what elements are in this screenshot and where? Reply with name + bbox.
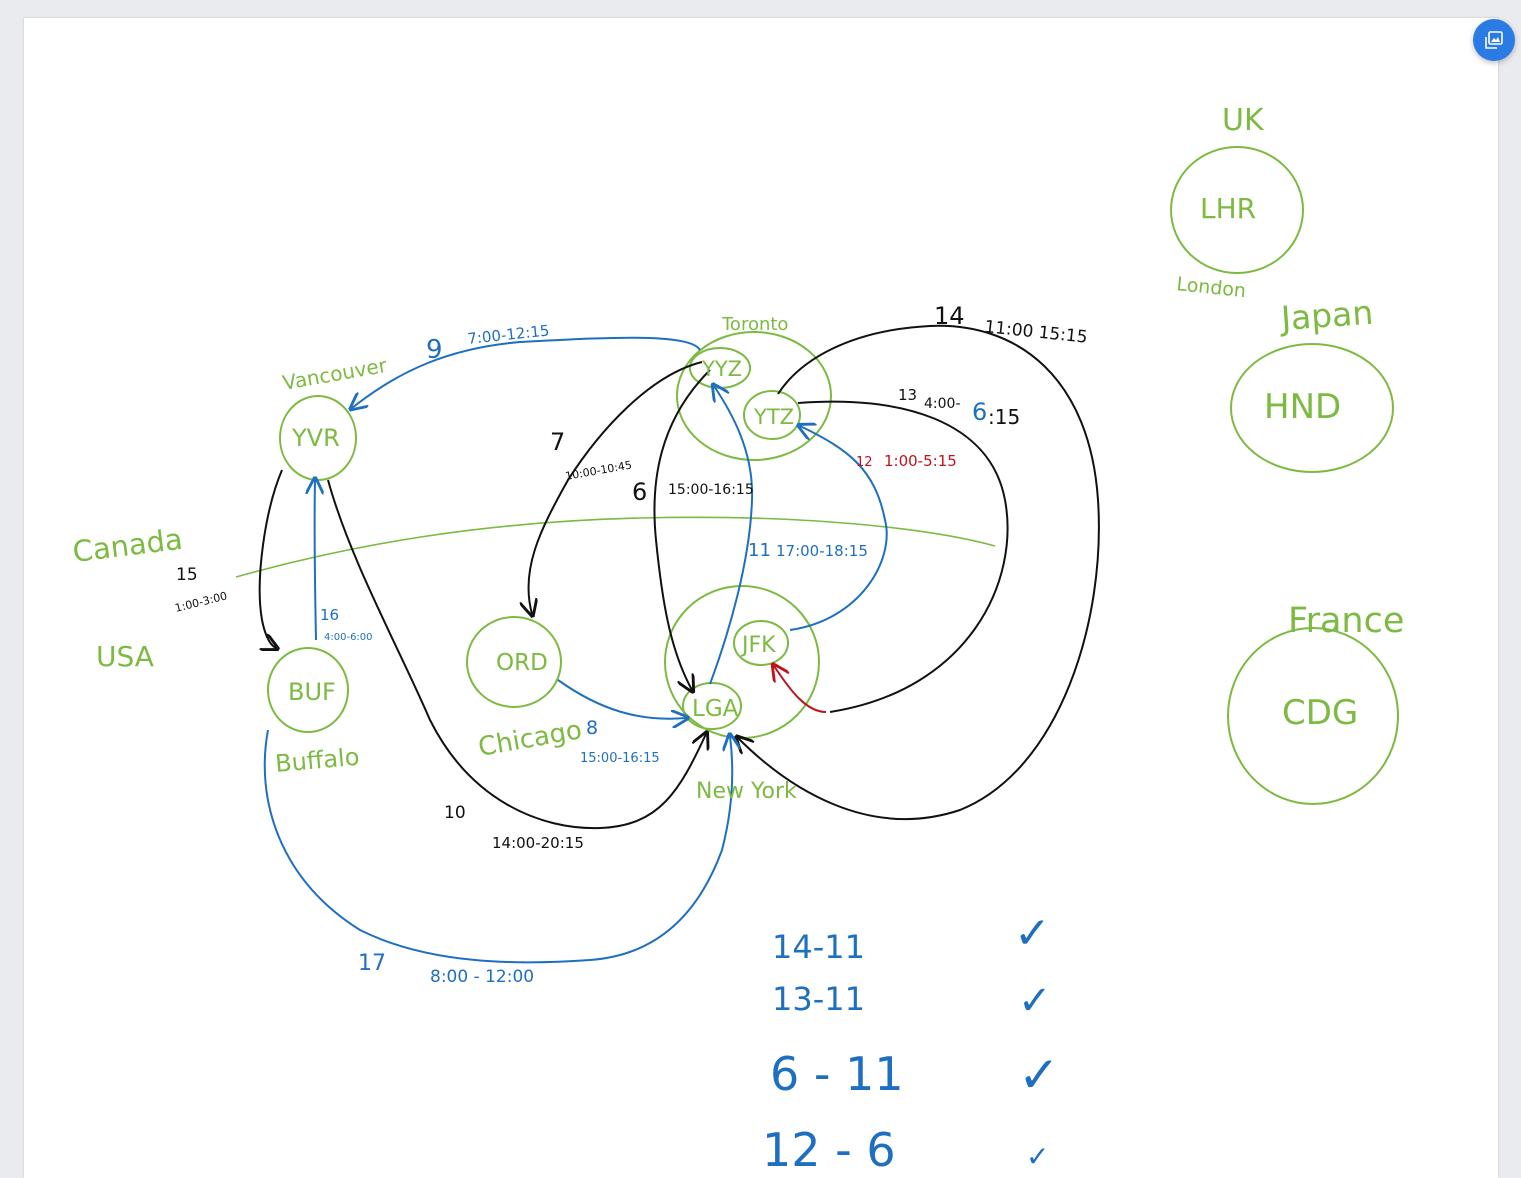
new-york-region-circle[interactable] <box>664 585 820 739</box>
region-label-france: France <box>1288 601 1404 641</box>
city-label-new-york: New York <box>696 779 797 804</box>
route-17-buf-lga[interactable] <box>263 729 732 964</box>
airport-label-yyz: YYZ <box>701 357 742 381</box>
airport-label-buf: BUF <box>288 678 336 706</box>
insert-image-button[interactable] <box>1473 19 1515 61</box>
flight-13-time: 4:00- <box>924 396 961 412</box>
window-top-strip <box>0 0 1521 18</box>
flight-15-number: 15 <box>176 565 198 585</box>
check-pair-2: 13-11 <box>772 980 865 1018</box>
flight-17-time: 8:00 - 12:00 <box>430 967 534 987</box>
flight-13-number: 13 <box>898 386 917 404</box>
flight-17-number: 17 <box>358 951 386 976</box>
flight-16-time: 4:00-6:00 <box>324 632 373 643</box>
flight-11-time: 17:00-18:15 <box>776 542 868 560</box>
route-10-yvr-lga[interactable] <box>327 479 706 830</box>
route-8-ord-lga[interactable] <box>557 679 686 719</box>
flight-12-number: 12 <box>856 455 873 470</box>
check-pair-3: 6 - 11 <box>770 1047 904 1101</box>
check-mark-1: ✓ <box>1014 908 1051 959</box>
ytz-node[interactable] <box>743 390 801 440</box>
flight-13-time-blue: 6 <box>972 398 987 426</box>
airport-label-hnd: HND <box>1264 387 1341 427</box>
flight-8-time: 15:00-16:15 <box>580 751 660 766</box>
flight-10-time: 14:00-20:15 <box>492 834 584 852</box>
flight-16-number: 16 <box>320 606 339 624</box>
city-label-vancouver: Vancouver <box>281 353 390 395</box>
toronto-region-circle[interactable] <box>676 331 832 461</box>
airport-label-lhr: LHR <box>1200 192 1256 225</box>
region-label-japan: Japan <box>1278 293 1375 338</box>
route-15-yvr-buf[interactable] <box>258 469 283 648</box>
airport-label-ord: ORD <box>496 650 548 676</box>
route-7-yyz-ord[interactable] <box>528 361 703 614</box>
route-6-yyz-lga[interactable] <box>653 369 711 690</box>
flight-14-time: 11:00 15:15 <box>983 317 1088 348</box>
flight-14-number: 14 <box>934 302 965 330</box>
city-label-buffalo: Buffalo <box>274 743 360 778</box>
city-label-chicago: Chicago <box>476 715 584 763</box>
route-14-ytz-lga[interactable] <box>738 324 1100 820</box>
buf-node[interactable] <box>267 647 349 733</box>
window-right-strip <box>1498 0 1521 1174</box>
route-13-arrow-red <box>774 666 827 713</box>
jfk-node[interactable] <box>733 620 789 666</box>
flight-11-number: 11 <box>748 540 771 561</box>
check-pair-4: 12 - 6 <box>762 1123 896 1174</box>
flight-6-number: 6 <box>632 478 647 506</box>
hnd-node[interactable] <box>1230 343 1394 473</box>
route-16-buf-yvr[interactable] <box>315 480 316 641</box>
region-label-uk: UK <box>1222 103 1265 138</box>
route-11-lga-yyz[interactable] <box>709 386 754 685</box>
airport-label-cdg: CDG <box>1282 693 1358 733</box>
flight-7-number: 7 <box>550 428 565 456</box>
airport-label-ytz: YTZ <box>753 405 794 429</box>
flight-7-time: 10:00-10:45 <box>564 458 633 483</box>
flight-8-number: 8 <box>586 717 598 739</box>
canada-usa-border-line <box>235 516 996 578</box>
cdg-node[interactable] <box>1227 627 1399 805</box>
ord-node[interactable] <box>466 616 562 708</box>
flight-13-time-end: :15 <box>988 405 1020 429</box>
city-label-london: London <box>1175 273 1247 302</box>
airport-label-jfk: JFK <box>740 633 776 658</box>
region-label-canada: Canada <box>71 522 185 569</box>
flight-15-time: 1:00-3:00 <box>174 589 229 615</box>
check-mark-4: ✓ <box>1026 1140 1049 1173</box>
flight-6-time: 15:00-16:15 <box>668 482 754 498</box>
node-circles <box>267 146 1399 805</box>
route-9-yyz-yvr[interactable] <box>352 336 701 408</box>
lga-node[interactable] <box>682 682 742 730</box>
airport-label-lga: LGA <box>692 696 739 722</box>
flight-9-number: 9 <box>426 335 443 365</box>
airport-label-yvr: YVR <box>291 424 340 452</box>
flight-10-number: 10 <box>444 803 466 823</box>
region-label-usa: USA <box>96 640 154 673</box>
lhr-node[interactable] <box>1170 146 1304 274</box>
flight-12-time: 1:00-5:15 <box>884 452 957 470</box>
check-mark-3: ✓ <box>1018 1046 1060 1104</box>
image-insert-icon <box>1485 31 1503 49</box>
city-label-toronto: Toronto <box>721 314 788 335</box>
check-mark-2: ✓ <box>1018 978 1052 1024</box>
route-12-jfk-ytz[interactable] <box>789 426 888 631</box>
route-13-ytz-jfk[interactable] <box>797 400 1009 713</box>
check-pair-1: 14-11 <box>772 928 865 966</box>
whiteboard-page[interactable] <box>24 18 1498 1178</box>
